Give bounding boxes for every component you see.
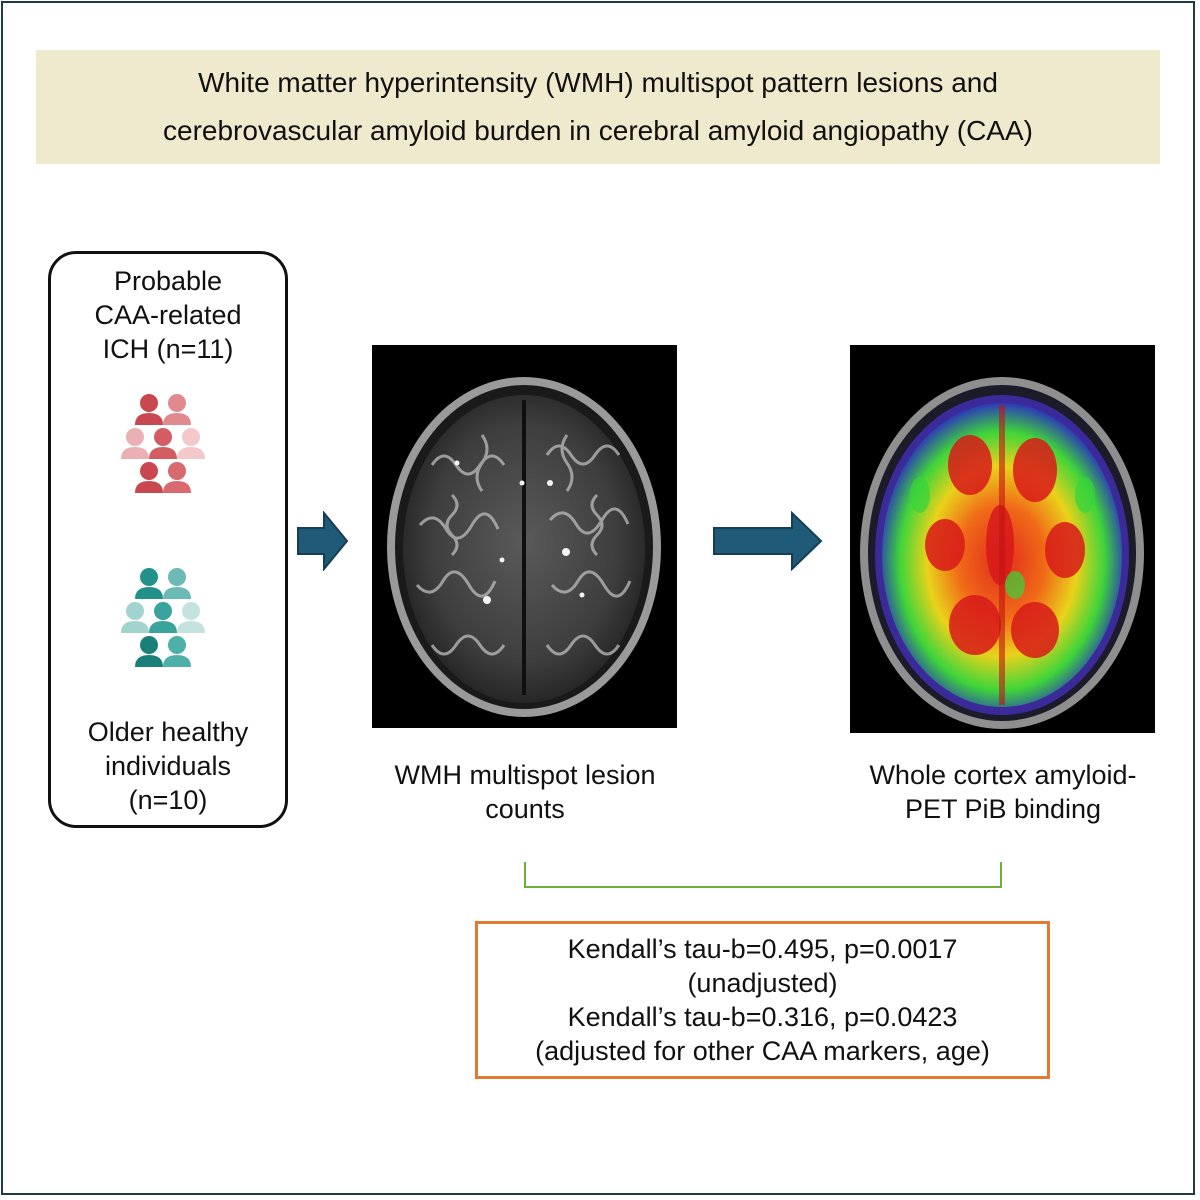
wmh-caption: WMH multispot lesion counts	[342, 758, 708, 826]
caa-person-3	[121, 428, 149, 459]
healthy-person-7	[163, 636, 191, 667]
caa-person-5	[177, 428, 205, 459]
arrow-right-icon	[713, 511, 823, 571]
brain-pet-illustration	[860, 377, 1144, 729]
wmh-caption-line-2: counts	[485, 794, 565, 824]
pib-pet-image	[850, 345, 1155, 733]
wmh-caption-line-1: WMH multispot lesion	[394, 760, 656, 790]
pet-caption-line-2: PET PiB binding	[904, 794, 1102, 824]
healthy-person-5	[177, 602, 205, 633]
healthy-person-2	[163, 568, 191, 599]
caa-person-2	[163, 394, 191, 425]
title-line-1: White matter hyperintensity (WMH) multis…	[198, 67, 998, 98]
stats-line-4: (adjusted for other CAA markers, age)	[535, 1036, 990, 1066]
healthy-cohort-label: Older healthy individuals (n=10)	[51, 715, 285, 817]
flair-mri-image	[372, 345, 677, 728]
pet-caption: Whole cortex amyloid- PET PiB binding	[822, 758, 1184, 826]
healthy-person-4	[149, 602, 177, 633]
caa-people-icon	[121, 394, 205, 493]
statistics-box: Kendall’s tau-b=0.495, p=0.0017 (unadjus…	[475, 921, 1050, 1079]
healthy-person-6	[135, 636, 163, 667]
healthy-label-line-1: Older healthy	[87, 717, 249, 747]
pet-caption-line-1: Whole cortex amyloid-	[869, 760, 1137, 790]
healthy-label-line-3: (n=10)	[128, 785, 208, 815]
title-banner: White matter hyperintensity (WMH) multis…	[36, 50, 1160, 164]
stats-line-2: (unadjusted)	[687, 968, 838, 998]
healthy-person-1	[135, 568, 163, 599]
arrow-right-icon	[297, 511, 349, 571]
caa-cohort-label: Probable CAA-related ICH (n=11)	[51, 264, 285, 366]
caa-person-4	[149, 428, 177, 459]
caa-label-line-1: Probable	[113, 266, 223, 296]
cohort-box: Probable CAA-related ICH (n=11) Older he…	[48, 251, 288, 828]
title-line-2: cerebrovascular amyloid burden in cerebr…	[163, 115, 1033, 146]
caa-person-7	[163, 462, 191, 493]
stats-line-3: Kendall’s tau-b=0.316, p=0.0423	[567, 1002, 958, 1032]
caa-label-line-3: ICH (n=11)	[102, 334, 234, 364]
healthy-person-3	[121, 602, 149, 633]
caa-label-line-2: CAA-related	[94, 300, 242, 330]
healthy-label-line-2: individuals	[104, 751, 232, 781]
correlation-bracket	[524, 862, 1002, 888]
healthy-people-icon	[121, 568, 205, 667]
caa-person-6	[135, 462, 163, 493]
brain-mri-illustration	[387, 377, 661, 717]
caa-person-1	[135, 394, 163, 425]
stats-line-1: Kendall’s tau-b=0.495, p=0.0017	[567, 934, 958, 964]
